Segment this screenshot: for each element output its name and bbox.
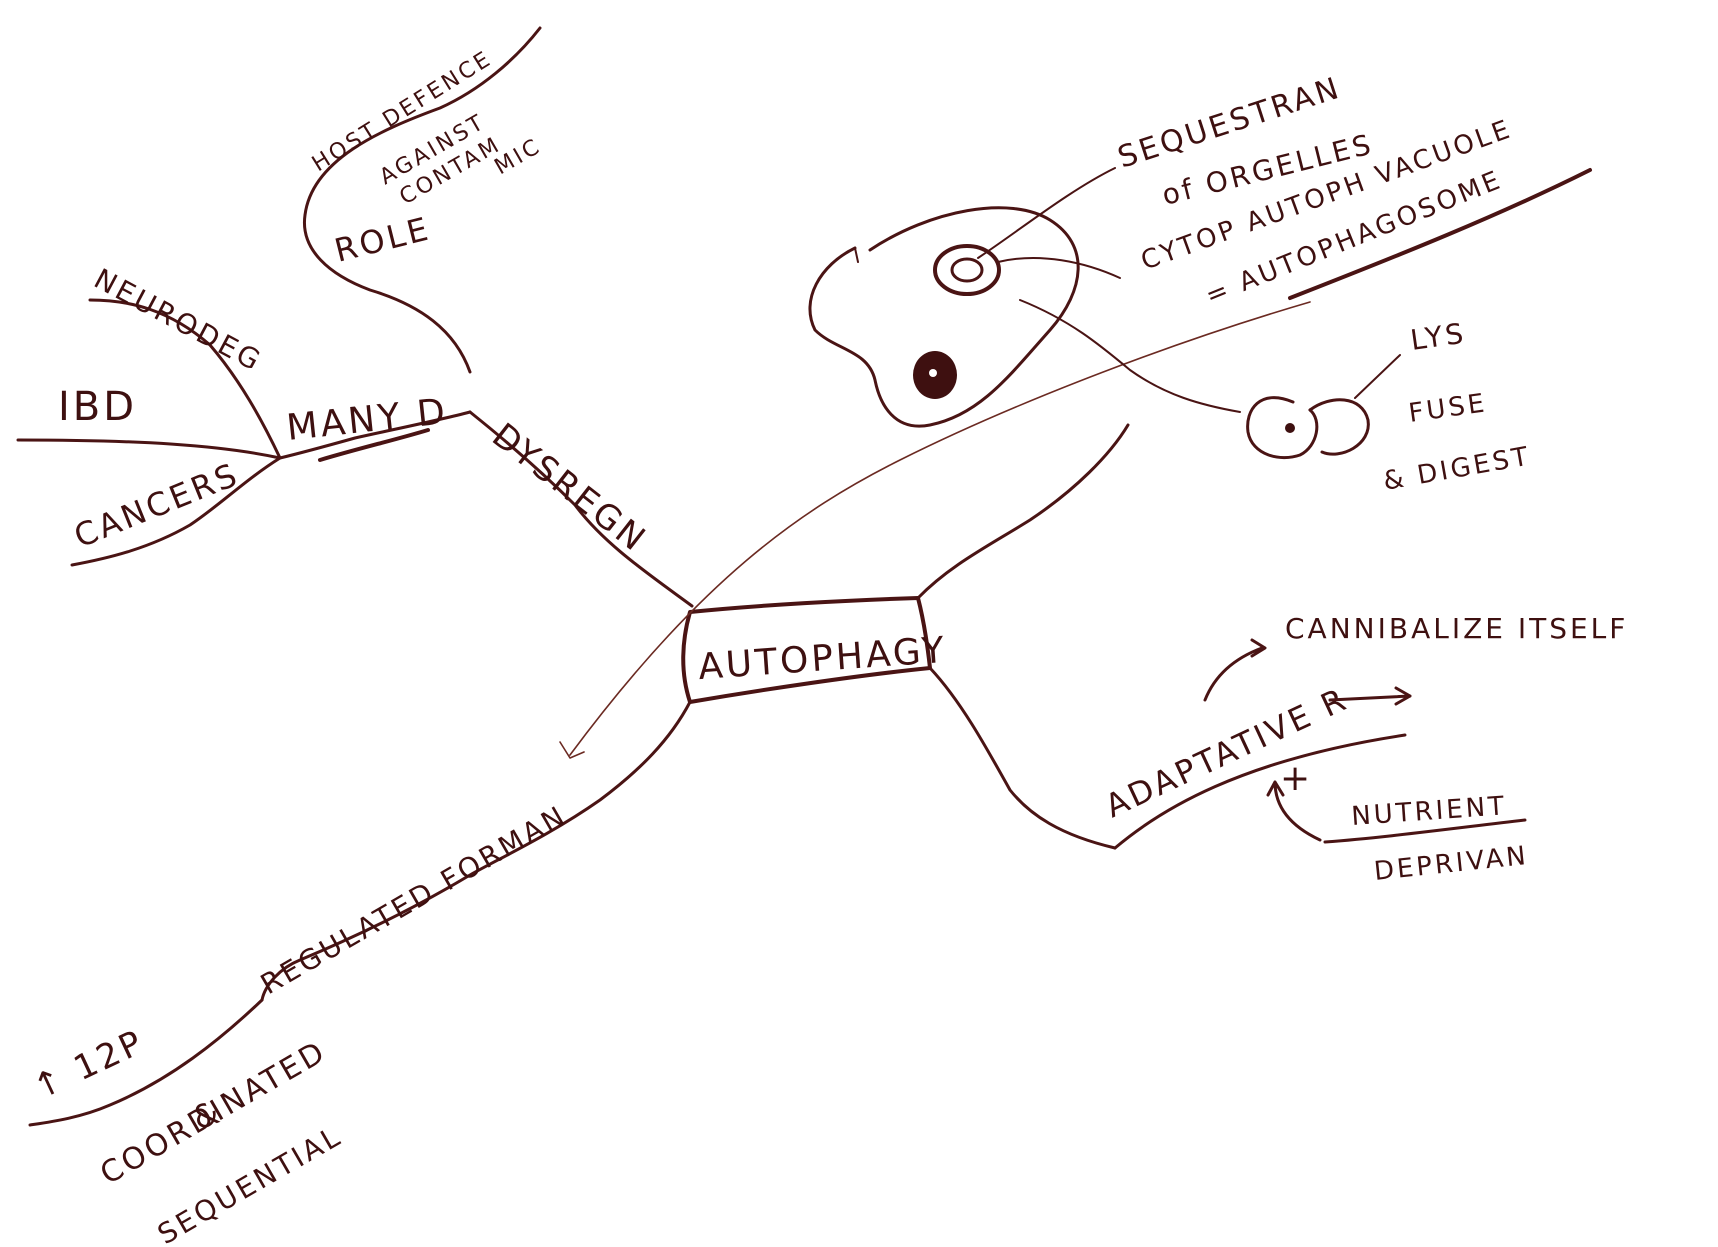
branch-dysregn: DYSREGN — [468, 410, 694, 608]
autophagosome-arrow — [559, 301, 1311, 759]
cannibalize-arrow — [1203, 638, 1267, 702]
plus-mark: + — [1280, 758, 1313, 799]
vacuole-pointer — [997, 257, 1121, 279]
adaptive-right-arrow — [1328, 686, 1412, 706]
manyd-underline-emphasis — [318, 428, 430, 462]
neurodeg-line — [88, 298, 282, 460]
cell-notch — [854, 247, 859, 263]
autophagosome-outer — [933, 244, 1001, 296]
cancers-line — [70, 456, 282, 567]
cell-illustration: SEQUESTRAN of ORGELLES CYTOP AUTOPH VACU… — [808, 70, 1592, 497]
lysosome-right — [1308, 398, 1370, 456]
dysregn-connector — [468, 410, 694, 608]
autophagosome-underline — [1288, 168, 1592, 300]
adaptive-underline — [1113, 733, 1407, 850]
lysosome-link — [1019, 299, 1241, 413]
dysregn-label: DYSREGN — [484, 416, 654, 561]
role-detail-4: MIC — [491, 134, 547, 181]
ibd-line — [16, 438, 282, 460]
role-line — [302, 26, 542, 374]
branch-regulated: REGULATED FORMAN ↑ 12P COORDINATED & SEQ… — [27, 700, 692, 1247]
neurodeg-label: NEURODEG — [89, 262, 268, 378]
sequestration-pointer — [977, 167, 1116, 259]
cannibalize-label: CANNIBALIZE ITSELF — [1285, 612, 1628, 645]
lysosome-core — [1285, 423, 1295, 433]
branch-role: ROLE HOST DEFENCE AGAINST CONTAM MIC — [302, 26, 547, 374]
autophagosome-inner — [950, 257, 984, 283]
mech-digest: & DIGEST — [1381, 441, 1533, 496]
nucleus-highlight — [929, 369, 937, 377]
manyd-underline — [278, 410, 472, 460]
center-label: AUTOPHAGY — [697, 630, 948, 688]
nutrient-up-arrow — [1266, 780, 1322, 842]
cell-outline — [808, 206, 1080, 428]
nutrient-underline — [1323, 818, 1527, 844]
mechanism-connector — [916, 423, 1130, 600]
branch-manyd: MANY D NEURODEG IBD CANCERS — [16, 262, 472, 567]
mech-fuse: FUSE — [1407, 388, 1489, 429]
mech-lys: LYS — [1408, 316, 1468, 356]
branch-adaptive: ADAPTATIVE R CANNIBALIZE ITSELF NUTRIENT… — [928, 612, 1628, 887]
regulated-label: REGULATED FORMAN — [255, 799, 573, 1001]
depriv-label: DEPRIVAN — [1373, 841, 1531, 887]
12p-line — [28, 998, 264, 1127]
role-label: ROLE — [331, 209, 435, 269]
manyd-label: MANY D — [285, 391, 450, 449]
center-node: AUTOPHAGY — [681, 596, 948, 704]
regulated-connector — [260, 700, 692, 1002]
ibd-label: IBD — [58, 384, 137, 430]
adaptive-connector — [928, 666, 1117, 850]
lys-pointer — [1354, 354, 1401, 399]
lysosome-left — [1246, 396, 1319, 460]
